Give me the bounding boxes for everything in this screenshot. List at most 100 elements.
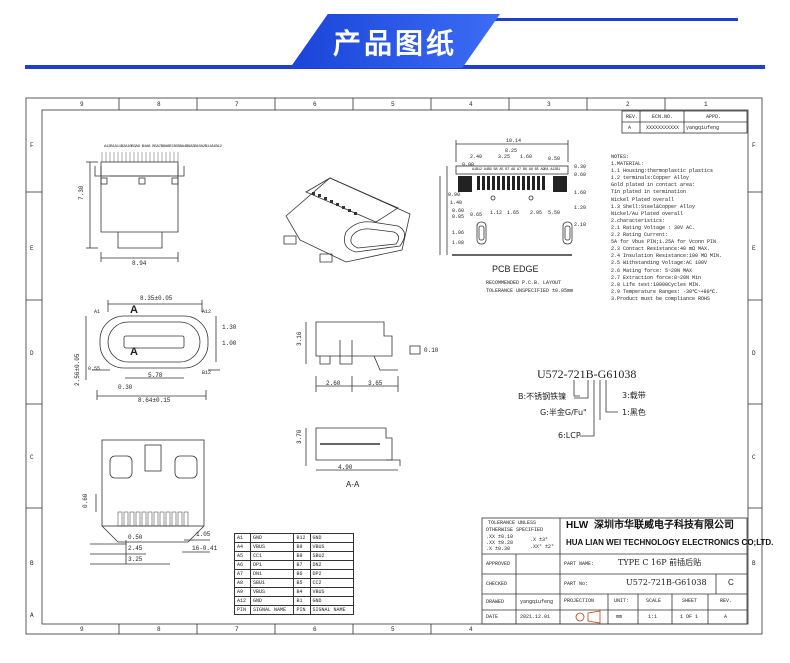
- rev-value: A: [724, 614, 728, 620]
- table-cell: B1: [293, 596, 311, 606]
- checked-label: CHECKED: [486, 581, 508, 587]
- table-cell: B6: [293, 569, 311, 579]
- note-line: 2.5 Withstanding Voltage:AC 100V: [611, 260, 708, 267]
- pcb-dim: 0.60: [452, 208, 465, 214]
- pcb-dim: 1.00: [452, 240, 465, 246]
- part-no-label: PART No:: [564, 581, 589, 587]
- note-line: 2.1 Rating Voltage : 30V AC.: [611, 224, 696, 231]
- bottom-dim: 1.05: [196, 531, 211, 538]
- pcb-dim: 10.14: [506, 138, 522, 144]
- table-cell: DN2: [309, 560, 354, 570]
- pcb-dim: 5.50: [548, 210, 561, 216]
- dim-7-30: 7.30: [78, 185, 85, 200]
- note-line: 2.4 Insulation Resistance:100 MΩ MIN.: [611, 253, 723, 260]
- table-cell: CC1: [250, 551, 295, 561]
- sheet-label: SHEET: [682, 598, 698, 604]
- note-line: Tin plated in termination: [611, 189, 687, 196]
- note-line: 2.9 Temperature Ranges: -30℃~+80℃.: [611, 288, 719, 295]
- company-name-cn: 深圳市华联威电子科技有限公司: [594, 520, 734, 531]
- frame-inner: [41, 109, 749, 625]
- col-number: 8: [157, 101, 161, 108]
- part-no: U572-721B-G61038: [626, 578, 707, 587]
- table-cell: A9: [233, 587, 252, 597]
- pcb-dim: 2.10: [574, 222, 587, 228]
- note-line: 2.characteristics:: [611, 217, 666, 224]
- side-dim: 3.65: [368, 380, 383, 387]
- pcb-dim: 1.60: [574, 190, 587, 196]
- note-line: 2.8 Life test:10000Cycles MIN.: [611, 281, 702, 288]
- notes-block: NOTES: 1.MATERIAL: 1.1 Housing:thermopla…: [611, 154, 761, 303]
- table-cell: B12: [293, 533, 311, 543]
- section-marker-a: A: [130, 346, 138, 358]
- row-letter: E: [30, 245, 34, 252]
- table-cell: A8: [233, 578, 252, 588]
- code-legend: G:半金G/Fu": [540, 408, 587, 417]
- bottom-dim: 0.60: [82, 493, 89, 508]
- col-number: 2: [626, 101, 630, 108]
- pcb-dim: 1.60: [520, 154, 533, 160]
- row-letter: F: [752, 142, 756, 149]
- note-line: 1.2 terminals:Copper Alloy: [611, 175, 690, 182]
- col-number: 6: [313, 101, 317, 108]
- rev-value: A: [628, 125, 632, 131]
- note-line: Nickel/Au Plated overall: [611, 210, 684, 217]
- note-line: 2.3 Contact Resistance:40 mΩ MAX.: [611, 246, 711, 253]
- title-block-frame: [481, 517, 748, 625]
- col-number: 1: [704, 101, 708, 108]
- col-number: 7: [235, 626, 239, 633]
- table-cell: VBUS: [309, 542, 354, 552]
- note-line: Gold plated in contact area:: [611, 182, 696, 189]
- pcb-pin-label: A1B12 A4B9 B8 A5 B7 A6 A7 B6 A8 B5 A9B4 …: [472, 168, 561, 172]
- pcb-dim: 2.95: [530, 210, 543, 216]
- code-legend: B:不锈钢铁镍: [518, 392, 567, 401]
- side-dim: 0.10: [424, 347, 439, 354]
- row-letter: B: [30, 560, 34, 567]
- tolerance-row: .X ±0.30: [486, 546, 511, 552]
- pcb-dim: 0.30: [574, 164, 587, 170]
- projection-label: PROJECTION: [564, 598, 595, 604]
- col-number: 4: [469, 626, 473, 633]
- note-line: 1.1 Housing:thermoplastic plastics: [611, 168, 714, 175]
- table-cell: A4: [233, 542, 252, 552]
- appd-header: APPD.: [706, 114, 722, 120]
- row-letter: A: [30, 612, 34, 619]
- pcb-dim: 3.25: [498, 154, 511, 160]
- unit-label: UNIT:: [614, 598, 630, 604]
- row-letter: D: [752, 350, 756, 357]
- note-line: 2.2 Rating Current:: [611, 232, 669, 239]
- header-banner: 产品图纸: [0, 0, 790, 78]
- banner-top-rule: [480, 18, 738, 21]
- frame-outer: [25, 97, 763, 635]
- tolerance-title: TOLERANCE UNLESS: [488, 520, 537, 526]
- table-cell: GND: [250, 533, 295, 543]
- rev-header: REV.: [626, 114, 639, 120]
- row-letter: C: [752, 454, 756, 461]
- note-line: 1.MATERIAL:: [611, 161, 645, 168]
- top-view-pin-label: A12B1A11B2A10B3A9 B4A8 B5A7B6A6B7A5B8A4B…: [104, 145, 222, 149]
- approved-label: APPROVED: [486, 561, 511, 567]
- table-cell: GND: [309, 533, 354, 543]
- pcb-dim: 1.12: [490, 210, 503, 216]
- col-number: 5: [391, 626, 395, 633]
- section-view-drawing: [305, 427, 401, 471]
- pcb-dim: 0.90: [462, 162, 475, 168]
- pcb-dim: 1.40: [450, 200, 463, 206]
- table-cell: GND: [309, 596, 354, 606]
- pcb-layout-label: RECOMMENDED P.C.B. LAYOUT: [486, 280, 562, 286]
- col-number: 5: [391, 101, 395, 108]
- pcb-layout-drawing: [439, 140, 573, 256]
- part-name: TYPE C 16P 前插后贴: [618, 558, 702, 567]
- company-name-en: HUA LIAN WEI TECHNOLOGY ELECTRONICS CO;L…: [566, 538, 774, 547]
- row-ticks: [26, 191, 762, 509]
- ecn-value: XXXXXXXXXXX: [646, 125, 680, 131]
- table-cell: DP1: [250, 560, 295, 570]
- table-cell: SIGNAL NAME: [309, 605, 354, 615]
- pcb-dim: 0.90: [448, 192, 461, 198]
- table-cell: VBUS: [250, 587, 295, 597]
- row-letter: F: [30, 142, 34, 149]
- col-ticks: [118, 98, 666, 634]
